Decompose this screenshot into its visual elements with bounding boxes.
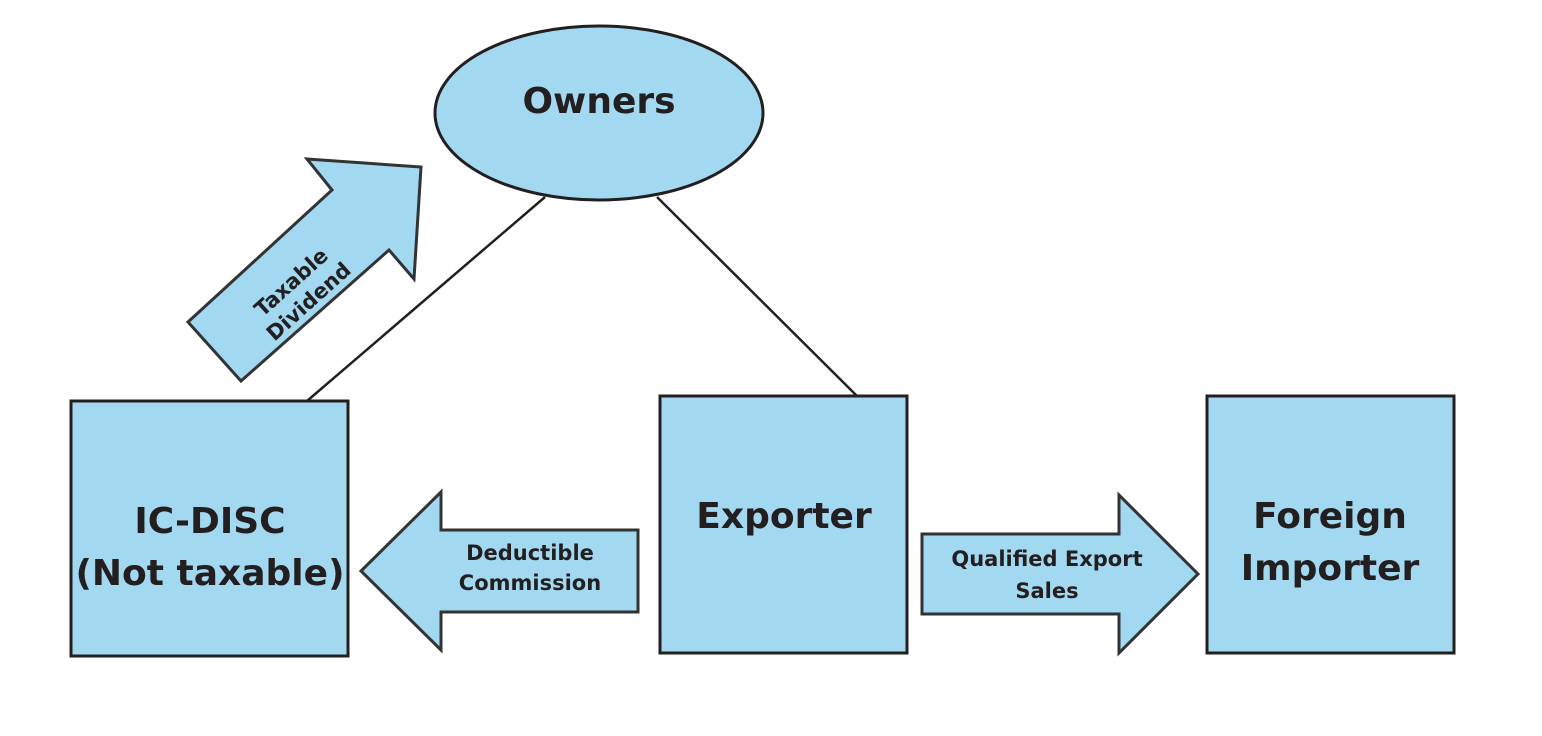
deductible-commission-arrow: Deductible Commission: [358, 488, 640, 654]
foreign-importer-node: Foreign Importer: [1205, 394, 1456, 655]
sales-label-line2: Sales: [1015, 579, 1078, 603]
taxable-dividend-arrow: Taxable Dividend: [185, 157, 423, 384]
importer-label-line2: Importer: [1241, 548, 1420, 589]
owners-node: Owners: [433, 24, 765, 202]
owners-label: Owners: [522, 81, 675, 122]
sales-label-line1: Qualified Export: [951, 547, 1142, 571]
ic-disc-node: IC-DISC (Not taxable): [69, 399, 350, 658]
ic-disc-label-line1: IC-DISC: [134, 501, 285, 542]
qualified-export-sales-arrow: Qualified Export Sales: [920, 491, 1201, 657]
line-owners-icdisc: [306, 196, 546, 402]
commission-label-line1: Deductible: [466, 541, 594, 565]
commission-label-line2: Commission: [459, 571, 601, 595]
ic-disc-label-line2: (Not taxable): [75, 553, 344, 594]
line-owners-exporter: [656, 196, 858, 397]
exporter-label: Exporter: [696, 496, 872, 537]
exporter-node: Exporter: [658, 394, 909, 655]
importer-label-line1: Foreign: [1253, 496, 1407, 537]
